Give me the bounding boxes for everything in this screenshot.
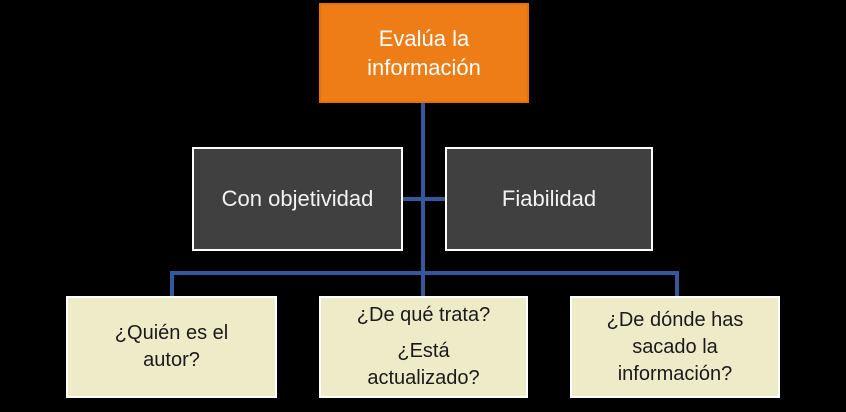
node-fiabilidad: Fiabilidad	[445, 147, 653, 251]
connector-mid-horizontal-line	[403, 197, 445, 201]
node-mid-right-label: Fiabilidad	[501, 185, 597, 211]
node-root-label: Evalúa la información	[367, 25, 481, 80]
node-bottom-left-label: ¿Quién es el autor?	[114, 322, 229, 371]
node-bottom-center-line2: ¿Está actualizado?	[367, 340, 480, 389]
node-quien-es-el-autor: ¿Quién es el autor?	[66, 296, 277, 398]
connector-bottom-horizontal-line	[170, 271, 679, 275]
connector-drop-left-line	[170, 271, 174, 296]
node-mid-left-label: Con objetividad	[221, 185, 374, 211]
node-con-objetividad: Con objetividad	[192, 147, 403, 251]
connector-drop-right-line	[675, 271, 679, 296]
node-bottom-center-line1: ¿De qué trata?	[356, 304, 491, 326]
node-bottom-right-label: ¿De dónde has sacado la información?	[606, 308, 744, 385]
node-de-que-trata-esta-actualizado: ¿De qué trata? ¿Está actualizado?	[319, 296, 528, 398]
node-de-donde-has-sacado: ¿De dónde has sacado la información?	[570, 296, 780, 398]
node-evalua-la-informacion: Evalúa la información	[319, 3, 529, 103]
